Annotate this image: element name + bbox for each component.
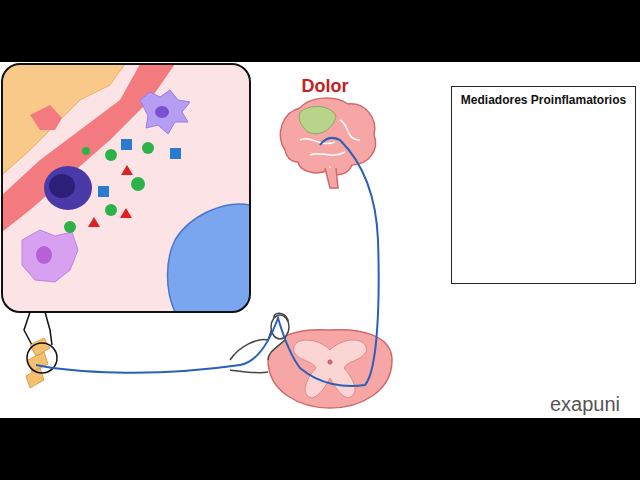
pain-label: Dolor xyxy=(302,76,349,97)
watermark: exapuni xyxy=(550,393,620,416)
mediator-dots xyxy=(64,142,154,233)
box-heading: Mediadores Proinflamatorios xyxy=(452,87,635,107)
top-bar xyxy=(0,0,640,62)
tissue-inset xyxy=(2,64,250,312)
brain xyxy=(280,98,375,188)
nerve-pathway xyxy=(36,138,379,386)
bottom-bar xyxy=(0,418,640,480)
nerve-ending xyxy=(26,338,57,388)
mediator-box: Mediadores Proinflamatorios xyxy=(451,86,636,284)
